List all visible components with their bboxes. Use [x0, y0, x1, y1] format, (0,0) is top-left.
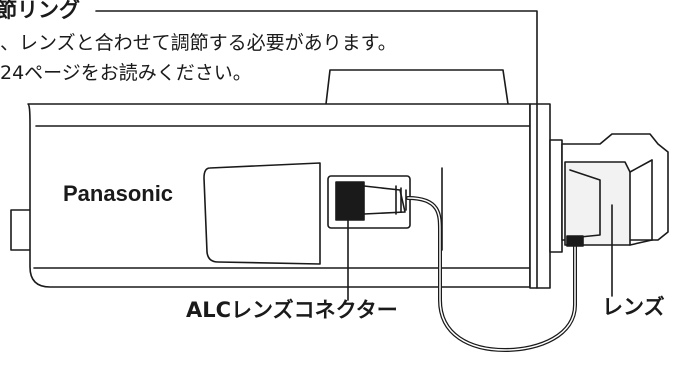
brand-logo: Panasonic: [63, 181, 174, 206]
alc-plug: [363, 185, 406, 215]
alc-connector-label: ALCレンズコネクター: [186, 298, 398, 322]
lens-inner-block: [564, 161, 631, 246]
alc-socket: [327, 175, 411, 229]
top-mount-block: [325, 69, 509, 105]
lens-cable-clip: [566, 235, 584, 247]
focus-ring-note-line1: 、レンズと合わせて調節する必要があります。: [0, 32, 397, 54]
focus-ring-note-line2: 24ページをお読みください。: [0, 62, 252, 84]
lens-label: レンズ: [602, 295, 665, 319]
connector-panel: [203, 162, 321, 265]
focus-ring: [529, 103, 551, 289]
focus-ring-leader-line: [95, 10, 538, 105]
rear-connector-stub: [10, 209, 34, 251]
lens-mount: [549, 139, 563, 253]
camera-body: [27, 103, 531, 288]
focus-ring-title: 節リング: [0, 0, 80, 22]
alc-socket-inner: [335, 181, 365, 221]
